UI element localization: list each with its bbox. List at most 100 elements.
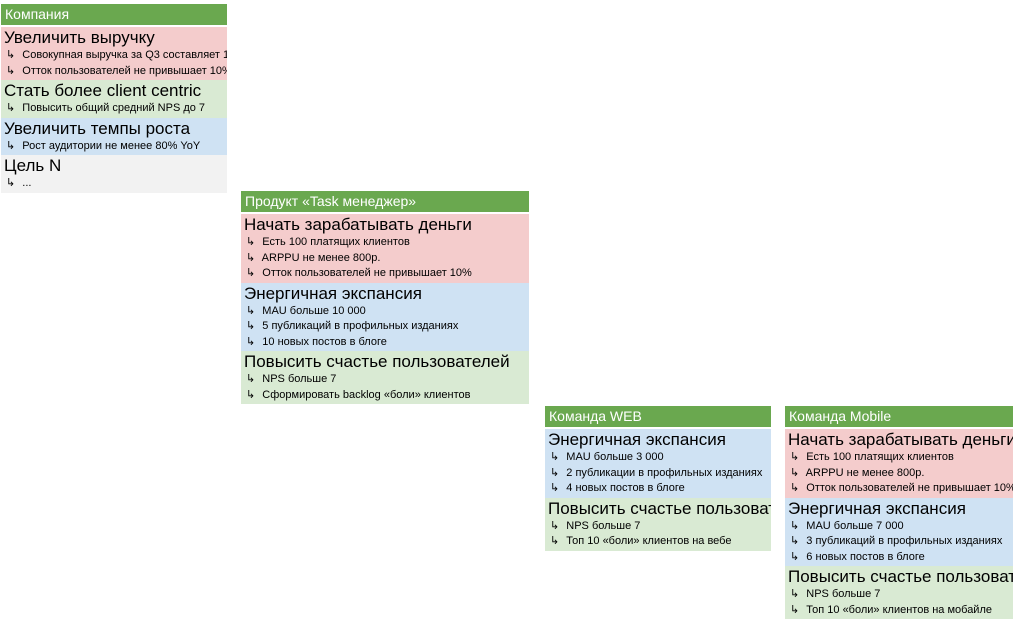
key-result-item: ↳ 6 новых постов в блоге <box>785 550 1013 566</box>
branch-arrow-icon: ↳ <box>6 139 16 152</box>
key-result-item: ↳ ARPPU не менее 800р. <box>241 251 529 267</box>
key-result-text: Есть 100 платящих клиентов <box>262 236 410 248</box>
key-result-list: ↳ Есть 100 платящих клиентов ↳ ARPPU не … <box>241 235 529 282</box>
objective-section: Повысить счастье пользователей ↳ NPS бол… <box>545 497 771 551</box>
branch-arrow-icon: ↳ <box>790 482 800 494</box>
key-result-text: MAU больше 7 000 <box>806 519 904 532</box>
key-result-text: 3 публикаций в профильных изданиях <box>806 535 1003 547</box>
key-result-item: ↳ MAU больше 3 000 <box>545 450 771 466</box>
key-result-text: NPS больше 7 <box>566 519 641 532</box>
key-result-text: Совокупная выручка за Q3 составляет 10M <box>22 49 227 61</box>
branch-arrow-icon: ↳ <box>550 466 560 479</box>
objective-title: Начать зарабатывать деньги <box>244 215 472 234</box>
branch-arrow-icon: ↳ <box>246 236 256 248</box>
key-result-item: ↳ MAU больше 10 000 <box>241 304 529 320</box>
key-result-item: ↳ Повысить общий средний NPS до 7 <box>1 101 227 117</box>
key-result-text: Повысить общий средний NPS до 7 <box>22 102 206 114</box>
key-result-text: 6 новых постов в блоге <box>806 550 925 563</box>
key-result-list: ↳ MAU больше 3 000 ↳ 2 публикации в проф… <box>545 450 771 497</box>
key-result-item: ↳ NPS больше 7 <box>785 587 1013 603</box>
objective-section: Начать зарабатывать деньги ↳ Есть 100 пл… <box>785 429 1013 498</box>
key-result-list: ↳ NPS больше 7 ↳ Топ 10 «боли» клиентов … <box>545 519 771 550</box>
key-result-list: ↳ NPS больше 7 ↳ Топ 10 «боли» клиентов … <box>785 587 1013 618</box>
branch-arrow-icon: ↳ <box>790 535 800 547</box>
key-result-item: ↳ Рост аудитории не менее 80% YoY <box>1 139 227 155</box>
card-header: Команда WEB <box>545 406 771 427</box>
key-result-text: Рост аудитории не менее 80% YoY <box>22 139 201 152</box>
key-result-item: ↳ Совокупная выручка за Q3 составляет 10… <box>1 48 227 64</box>
objective-section: Повысить счастье пользователей ↳ NPS бол… <box>241 351 529 404</box>
key-result-text: Отток пользователей не привышает 10% <box>806 482 1013 494</box>
okr-card: Компания Увеличить выручку ↳ Совокупная … <box>1 4 227 193</box>
key-result-item: ↳ Отток пользователей не привышает 10% <box>241 266 529 282</box>
branch-arrow-icon: ↳ <box>790 466 800 479</box>
branch-arrow-icon: ↳ <box>6 102 16 114</box>
key-result-item: ↳ 10 новых постов в блоге <box>241 335 529 351</box>
objective-section: Увеличить выручку ↳ Совокупная выручка з… <box>1 27 227 80</box>
objective-title: Повысить счастье пользователей <box>244 352 510 371</box>
objective-title: Стать более client centric <box>4 81 202 100</box>
objective-list: Начать зарабатывать деньги ↳ Есть 100 пл… <box>241 214 529 404</box>
branch-arrow-icon: ↳ <box>246 267 256 279</box>
branch-arrow-icon: ↳ <box>790 451 800 463</box>
key-result-text: Топ 10 «боли» клиентов на вебе <box>566 535 732 547</box>
key-result-list: ↳ Рост аудитории не менее 80% YoY <box>1 139 227 155</box>
objective-title: Цель N <box>4 156 62 175</box>
key-result-item: ↳ Отток пользователей не привышает 10% <box>785 481 1013 497</box>
key-result-text: NPS больше 7 <box>262 373 337 385</box>
key-result-item: ↳ ... <box>1 176 227 192</box>
card-title: Компания <box>5 6 70 22</box>
branch-arrow-icon: ↳ <box>246 373 256 385</box>
key-result-list: ↳ Есть 100 платящих клиентов ↳ ARPPU не … <box>785 450 1013 497</box>
okr-card: Продукт «Task менеджер» Начать зарабатыв… <box>241 191 529 404</box>
key-result-item: ↳ Есть 100 платящих клиентов <box>785 450 1013 466</box>
branch-arrow-icon: ↳ <box>6 177 16 189</box>
key-result-item: ↳ 3 публикаций в профильных изданиях <box>785 534 1013 550</box>
branch-arrow-icon: ↳ <box>550 519 560 532</box>
branch-arrow-icon: ↳ <box>790 519 800 532</box>
branch-arrow-icon: ↳ <box>790 603 800 616</box>
objective-title: Увеличить темпы роста <box>4 118 191 138</box>
branch-arrow-icon: ↳ <box>790 550 800 563</box>
key-result-item: ↳ NPS больше 7 <box>241 372 529 388</box>
key-result-text: 4 новых постов в блоге <box>566 482 685 494</box>
key-result-text: Отток пользователей не привышает 10% <box>262 267 472 279</box>
objective-title: Увеличить выручку <box>4 28 155 47</box>
objective-title: Повысить счастье пользователей <box>788 567 1013 586</box>
branch-arrow-icon: ↳ <box>246 335 256 348</box>
key-result-text: Есть 100 платящих клиентов <box>806 451 954 463</box>
okr-card: Команда WEB Энергичная экспансия ↳ MAU б… <box>545 406 771 551</box>
objective-title: Начать зарабатывать деньги <box>788 430 1013 449</box>
key-result-list: ↳ Совокупная выручка за Q3 составляет 10… <box>1 48 227 79</box>
objective-list: Энергичная экспансия ↳ MAU больше 3 000 … <box>545 429 771 551</box>
objective-list: Увеличить выручку ↳ Совокупная выручка з… <box>1 27 227 193</box>
key-result-item: ↳ Топ 10 «боли» клиентов на вебе <box>545 534 771 550</box>
key-result-list: ↳ Повысить общий средний NPS до 7 <box>1 101 227 117</box>
branch-arrow-icon: ↳ <box>246 251 256 264</box>
key-result-text: ARPPU не менее 800р. <box>261 251 381 264</box>
key-result-item: ↳ Сформировать backlog «боли» клиентов <box>241 388 529 404</box>
branch-arrow-icon: ↳ <box>550 451 560 463</box>
key-result-text: ARPPU не менее 800р. <box>805 466 925 479</box>
card-title: Команда WEB <box>549 408 642 424</box>
objective-section: Увеличить темпы роста ↳ Рост аудитории н… <box>1 117 227 155</box>
objective-section: Цель N ↳ ... <box>1 155 227 193</box>
card-header: Команда Mobile <box>785 406 1013 427</box>
key-result-text: MAU больше 10 000 <box>262 304 366 317</box>
objective-title: Повысить счастье пользователей <box>548 498 771 518</box>
key-result-item: ↳ NPS больше 7 <box>545 519 771 535</box>
objective-title: Энергичная экспансия <box>548 430 726 449</box>
key-result-item: ↳ MAU больше 7 000 <box>785 519 1013 535</box>
branch-arrow-icon: ↳ <box>246 304 256 317</box>
branch-arrow-icon: ↳ <box>6 49 16 61</box>
key-result-text: Топ 10 «боли» клиентов на мобайле <box>806 603 992 616</box>
objective-section: Начать зарабатывать деньги ↳ Есть 100 пл… <box>241 214 529 283</box>
key-result-text: Отток пользователей не привышает 10% <box>22 64 227 77</box>
key-result-item: ↳ 4 новых постов в блоге <box>545 481 771 497</box>
key-result-text: 2 публикации в профильных изданиях <box>566 466 763 479</box>
objective-section: Энергичная экспансия ↳ MAU больше 7 000 … <box>785 497 1013 566</box>
branch-arrow-icon: ↳ <box>550 535 560 547</box>
branch-arrow-icon: ↳ <box>246 320 256 332</box>
card-title: Продукт «Task менеджер» <box>245 193 417 209</box>
objective-section: Энергичная экспансия ↳ MAU больше 3 000 … <box>545 429 771 498</box>
